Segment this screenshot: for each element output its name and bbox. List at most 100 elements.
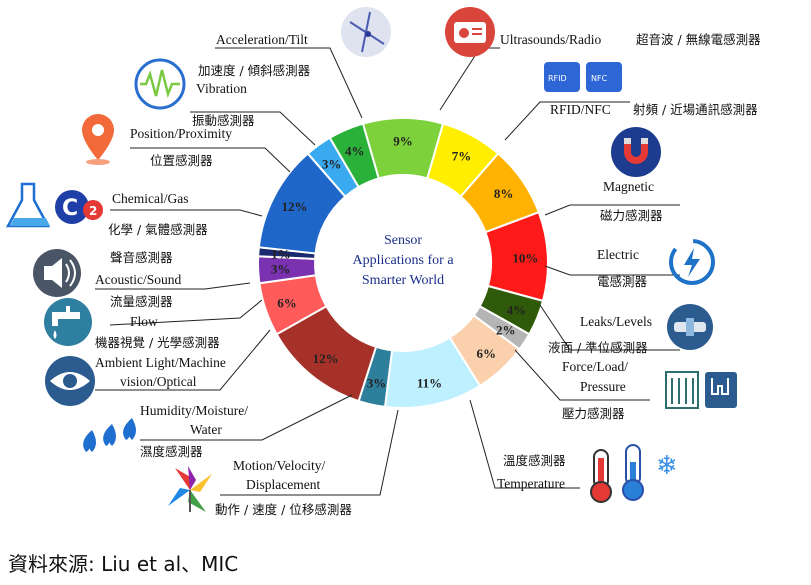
- svg-text:2: 2: [89, 204, 97, 218]
- slice-percent-label: 9%: [393, 134, 413, 149]
- donut-slices: [257, 117, 549, 409]
- label-vibration-en: Vibration: [196, 81, 247, 96]
- leader-rfid: [504, 101, 630, 141]
- label-flow-en: Flow: [130, 314, 158, 329]
- slice-percent-label: 12%: [313, 351, 339, 366]
- svg-text:C: C: [62, 196, 78, 221]
- center-label-line-3: Smarter World: [362, 273, 444, 288]
- accelerometer-icon: [341, 7, 391, 57]
- label-leaks-en: Leaks/Levels: [580, 314, 652, 329]
- radio-icon: [445, 7, 495, 57]
- label-ultra-en: Ultrasounds/Radio: [500, 32, 601, 47]
- leader-electric: [544, 265, 680, 276]
- location-pin-icon: [82, 114, 114, 165]
- leader-flow: [109, 299, 263, 326]
- center-label-line-2: Applications for a: [352, 253, 454, 268]
- percentage-labels: 9%7%8%10%4%2%6%11%3%12%6%3%1%12%3%4%: [271, 134, 538, 391]
- label-humidity-en-1: Humidity/Moisture/: [140, 403, 248, 418]
- label-force-en-1: Force/Load/: [562, 359, 628, 374]
- label-acoustic-en: Acoustic/Sound: [95, 272, 181, 287]
- label-chemical-zh: 化學 / 氣體感測器: [108, 222, 208, 237]
- eye-icon: [45, 356, 95, 406]
- label-accel-en: Acceleration/Tilt: [216, 32, 308, 47]
- leader-chemical: [110, 209, 263, 217]
- leader-lines: [95, 47, 680, 496]
- source-caption: 資料來源: Liu et al、MIC: [8, 552, 239, 576]
- slice-percent-label: 1%: [271, 246, 291, 261]
- leader-vibration: [190, 111, 316, 146]
- leader-temp: [469, 399, 580, 489]
- label-accel-zh: 加速度 / 傾斜感測器: [198, 63, 311, 78]
- pinwheel-icon: [168, 466, 212, 512]
- thermometer-icon: ❄: [590, 444, 678, 503]
- label-vibration-zh: 振動感測器: [192, 113, 255, 128]
- leader-position: [130, 147, 291, 173]
- label-motion-zh: 動作 / 速度 / 位移感測器: [215, 502, 352, 517]
- slice-percent-label: 7%: [452, 148, 472, 163]
- label-position-en: Position/Proximity: [130, 126, 232, 141]
- vibration-icon: [134, 58, 186, 110]
- label-rfid-zh: 射頻 / 近場通訊感測器: [633, 102, 758, 117]
- co2-icon: C 2: [55, 190, 103, 224]
- label-electric-zh: 電感測器: [597, 274, 648, 289]
- leader-humidity: [140, 394, 353, 441]
- slice-percent-label: 4%: [345, 143, 365, 158]
- label-force-en-2: Pressure: [580, 379, 626, 394]
- leader-force: [514, 349, 650, 401]
- label-humidity-zh: 濕度感測器: [140, 444, 203, 459]
- label-rfid-en: RFID/NFC: [550, 102, 611, 117]
- label-chemical-en: Chemical/Gas: [112, 191, 188, 206]
- slice-percent-label: 3%: [271, 262, 291, 277]
- label-light-en-2: vision/Optical: [120, 374, 197, 389]
- slice-percent-label: 2%: [496, 323, 516, 338]
- label-force-zh: 壓力感測器: [562, 406, 625, 421]
- faucet-icon: [44, 298, 92, 346]
- label-flow-zh: 流量感測器: [110, 294, 173, 309]
- label-light-en-1: Ambient Light/Machine: [95, 355, 226, 370]
- water-drops-icon: [83, 418, 136, 452]
- rfid-icon: RFID: [544, 62, 580, 92]
- label-position-zh: 位置感測器: [150, 153, 213, 168]
- flask-icon: [5, 182, 51, 228]
- leader-acoustic: [95, 282, 251, 290]
- slice-percent-label: 3%: [367, 376, 387, 391]
- magnet-icon: [611, 127, 661, 177]
- slice-percent-label: 12%: [281, 199, 307, 214]
- slice-percent-label: 4%: [507, 302, 527, 317]
- label-motion-en-2: Displacement: [246, 477, 320, 492]
- nfc-icon: NFC: [586, 62, 622, 92]
- pressure-icon: [665, 371, 737, 409]
- label-temp-en: Temperature: [497, 476, 565, 491]
- level-sensor-icon: [667, 304, 713, 350]
- leader-motion: [220, 409, 399, 496]
- slice-percent-label: 3%: [322, 156, 342, 171]
- label-light-zh: 機器視覺 / 光學感測器: [95, 335, 220, 350]
- label-electric-en: Electric: [597, 247, 639, 262]
- label-temp-zh: 溫度感測器: [503, 453, 566, 468]
- slice-percent-label: 8%: [494, 186, 514, 201]
- svg-text:❄: ❄: [656, 451, 678, 481]
- leader-accel: [215, 47, 363, 119]
- svg-text:RFID: RFID: [548, 74, 567, 83]
- slice-percent-label: 6%: [277, 295, 297, 310]
- slice-percent-label: 11%: [417, 376, 442, 391]
- leader-leaks: [539, 304, 680, 351]
- label-acoustic-zh: 聲音感測器: [110, 250, 173, 265]
- label-ultra-zh: 超音波 / 無線電感測器: [636, 32, 761, 47]
- slice-percent-label: 6%: [476, 346, 496, 361]
- leader-ultra: [439, 47, 500, 111]
- label-motion-en-1: Motion/Velocity/: [233, 458, 325, 473]
- speaker-icon: [33, 249, 81, 297]
- leader-magnetic: [544, 204, 680, 216]
- label-humidity-en-2: Water: [190, 422, 222, 437]
- donut-slice: [328, 122, 380, 189]
- slice-percent-label: 10%: [512, 250, 538, 265]
- label-leaks-zh: 液面 / 準位感測器: [548, 340, 648, 355]
- leader-light: [95, 329, 271, 391]
- center-label-line-1: Sensor: [384, 233, 422, 248]
- electric-icon: [669, 239, 715, 285]
- label-magnetic-en: Magnetic: [603, 179, 654, 194]
- label-magnetic-zh: 磁力感測器: [600, 208, 663, 223]
- svg-text:NFC: NFC: [591, 74, 608, 83]
